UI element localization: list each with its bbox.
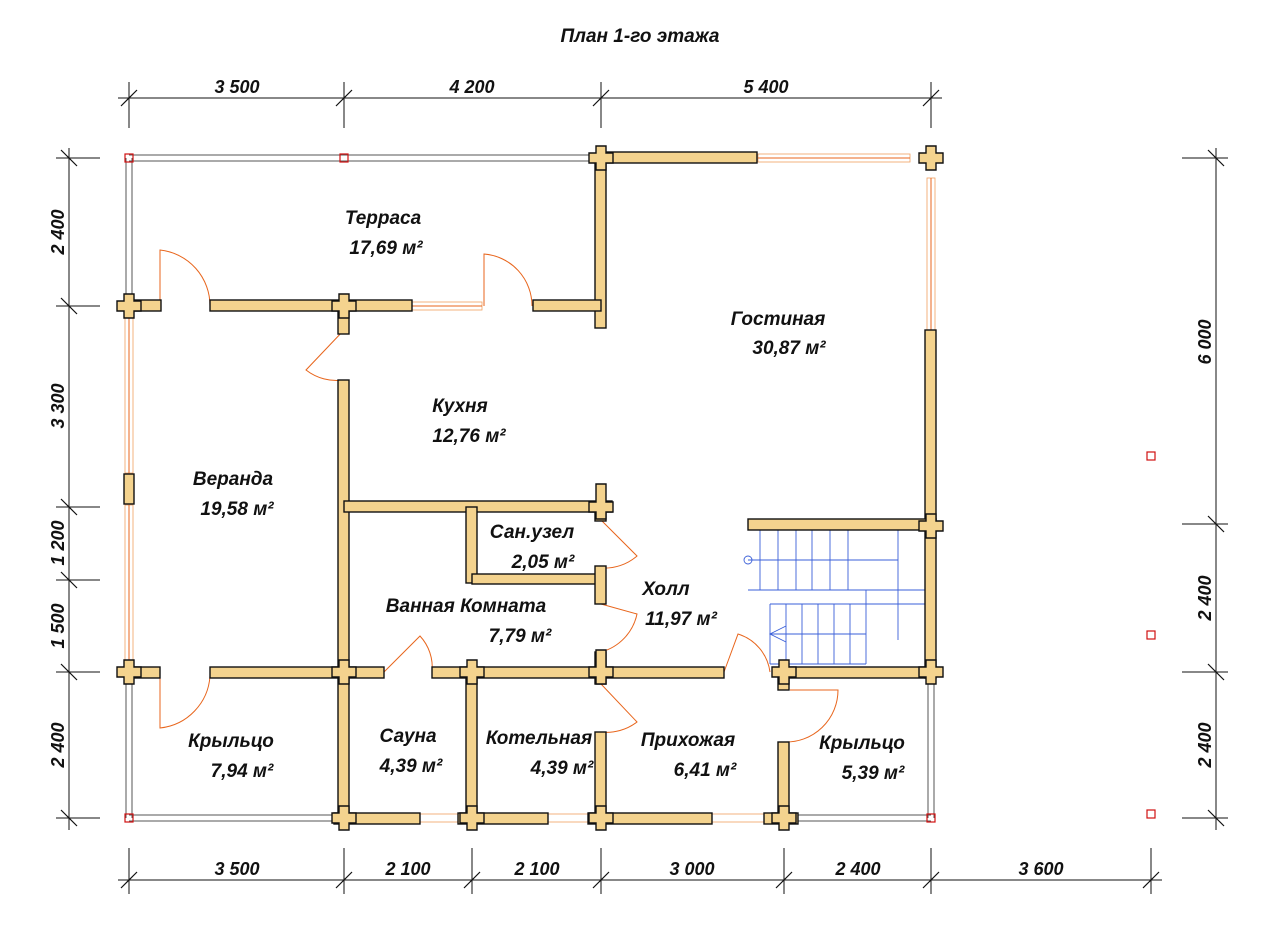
dim-bottom-3: 2 100 [513, 859, 559, 879]
windows [124, 153, 936, 823]
room-area: 6,41 м² [674, 760, 737, 781]
room-name: Кухня [432, 396, 487, 417]
dim-right-3: 2 400 [1195, 722, 1215, 768]
room-bathroom: Ванная Комната 7,79 м² [386, 596, 552, 647]
room-area: 19,58 м² [200, 499, 274, 520]
room-area: 11,97 м² [645, 609, 717, 630]
posts [124, 153, 1156, 823]
railings [125, 154, 935, 822]
dim-bottom-6: 3 600 [1018, 859, 1063, 879]
room-area: 2,05 м² [511, 552, 575, 573]
room-entrance: Прихожая 6,41 м² [641, 730, 737, 781]
room-name: Прихожая [641, 730, 735, 751]
dim-bottom-1: 3 500 [214, 859, 259, 879]
room-porch-left: Крыльцо 7,94 м² [188, 731, 274, 782]
room-name: Веранда [193, 469, 274, 490]
dimension-right: 6 000 2 400 2 400 [1182, 148, 1228, 830]
room-area: 4,39 м² [379, 756, 443, 777]
room-name: Ванная Комната [386, 596, 547, 617]
room-labels: Терраса 17,69 м² Гостиная 30,87 м² Кухня… [188, 208, 905, 784]
room-area: 4,39 м² [530, 758, 594, 779]
dim-top-2: 4 200 [448, 77, 494, 97]
dim-bottom-4: 3 000 [669, 859, 714, 879]
room-name: Котельная [486, 728, 592, 749]
dim-top-1: 3 500 [214, 77, 259, 97]
dimension-left: 2 400 3 300 1 200 1 500 2 400 [48, 148, 100, 830]
room-veranda: Веранда 19,58 м² [193, 469, 274, 520]
room-name: Крыльцо [819, 733, 905, 754]
room-wc: Сан.узел 2,05 м² [490, 522, 575, 573]
dim-bottom-2: 2 100 [384, 859, 430, 879]
room-name: Гостиная [731, 309, 826, 330]
room-living: Гостиная 30,87 м² [731, 309, 827, 359]
room-area: 5,39 м² [842, 763, 905, 784]
walls [116, 145, 944, 831]
room-name: Терраса [345, 208, 422, 229]
room-name: Сауна [379, 726, 437, 747]
room-name: Холл [641, 579, 689, 600]
room-area: 7,79 м² [489, 626, 552, 647]
room-name: Сан.узел [490, 522, 575, 543]
room-area: 17,69 м² [349, 238, 423, 259]
room-porch-right: Крыльцо 5,39 м² [819, 733, 905, 784]
dim-right-1: 6 000 [1195, 319, 1215, 364]
room-hall: Холл 11,97 м² [641, 579, 717, 630]
room-boiler: Котельная 4,39 м² [486, 728, 594, 779]
plan-title: План 1-го этажа [561, 26, 720, 47]
room-terrace: Терраса 17,69 м² [345, 208, 423, 259]
staircase [743, 528, 926, 665]
dimension-bottom: 3 500 2 100 2 100 3 000 2 400 3 600 [118, 848, 1162, 894]
room-sauna: Сауна 4,39 м² [379, 726, 443, 777]
dim-bottom-5: 2 400 [834, 859, 880, 879]
dim-left-3: 1 200 [48, 520, 68, 565]
room-name: Крыльцо [188, 731, 274, 752]
room-area: 7,94 м² [211, 761, 274, 782]
dim-left-1: 2 400 [48, 209, 68, 255]
dim-top-3: 5 400 [743, 77, 788, 97]
dim-left-2: 3 300 [48, 383, 68, 428]
dim-left-5: 2 400 [48, 722, 68, 768]
dim-left-4: 1 500 [48, 603, 68, 648]
room-area: 12,76 м² [432, 426, 506, 447]
dimension-top: 3 500 4 200 5 400 [118, 77, 942, 128]
room-area: 30,87 м² [752, 338, 826, 359]
dim-right-2: 2 400 [1195, 575, 1215, 621]
room-kitchen: Кухня 12,76 м² [432, 396, 506, 447]
